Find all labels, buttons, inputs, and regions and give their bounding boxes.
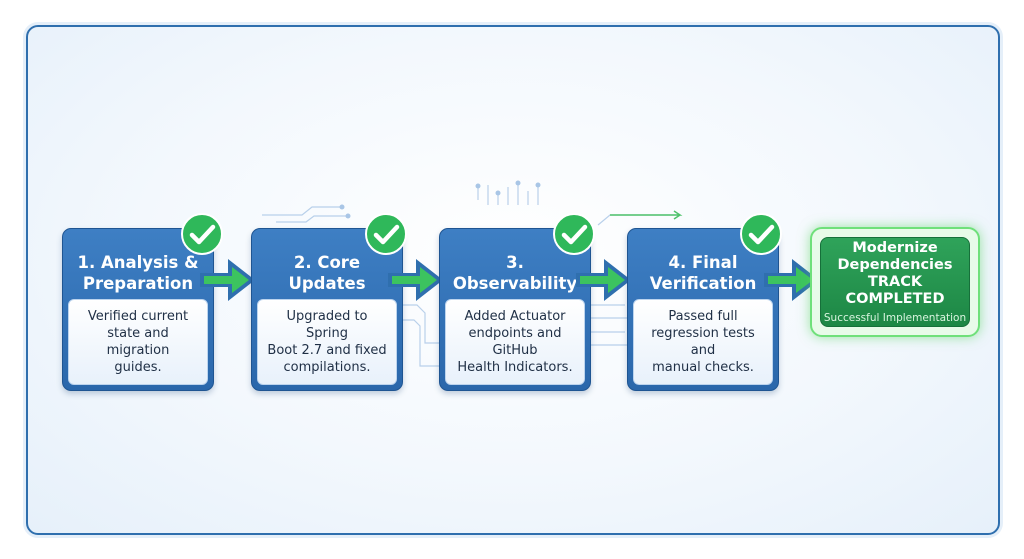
track-completed-badge: Modernize Dependencies TRACK COMPLETED S…	[810, 227, 980, 337]
track-completed-subtitle: Successful Implementation	[823, 312, 967, 324]
arrow-right-icon	[576, 259, 631, 301]
step-description: Verified current state and migration gui…	[68, 299, 208, 385]
step-card-1: 1. Analysis & Preparation Verified curre…	[62, 228, 214, 391]
arrow-right-icon	[388, 259, 443, 301]
arrow-right-icon	[200, 259, 255, 301]
step-description: Added Actuator endpoints and GitHub Heal…	[445, 299, 585, 385]
arrow-right-icon	[764, 259, 819, 301]
check-circle-icon	[181, 213, 223, 255]
step-card-4: 4. Final Verification Passed full regres…	[627, 228, 779, 391]
step-description: Passed full regression tests and manual …	[633, 299, 773, 385]
track-completed-panel: Modernize Dependencies TRACK COMPLETED S…	[820, 237, 970, 327]
check-circle-icon	[740, 213, 782, 255]
step-title: 4. Final Verification	[649, 253, 757, 293]
step-title: 1. Analysis & Preparation	[77, 253, 199, 293]
check-circle-icon	[365, 213, 407, 255]
step-description: Upgraded to Spring Boot 2.7 and fixed co…	[257, 299, 397, 385]
step-card-2: 2. Core Updates Upgraded to Spring Boot …	[251, 228, 403, 391]
check-circle-icon	[553, 213, 595, 255]
step-title: 2. Core Updates	[288, 253, 366, 293]
track-completed-title: Modernize Dependencies TRACK COMPLETED	[837, 240, 953, 307]
step-card-3: 3. Observability Added Actuator endpoint…	[439, 228, 591, 391]
step-title: 3. Observability	[452, 253, 578, 293]
